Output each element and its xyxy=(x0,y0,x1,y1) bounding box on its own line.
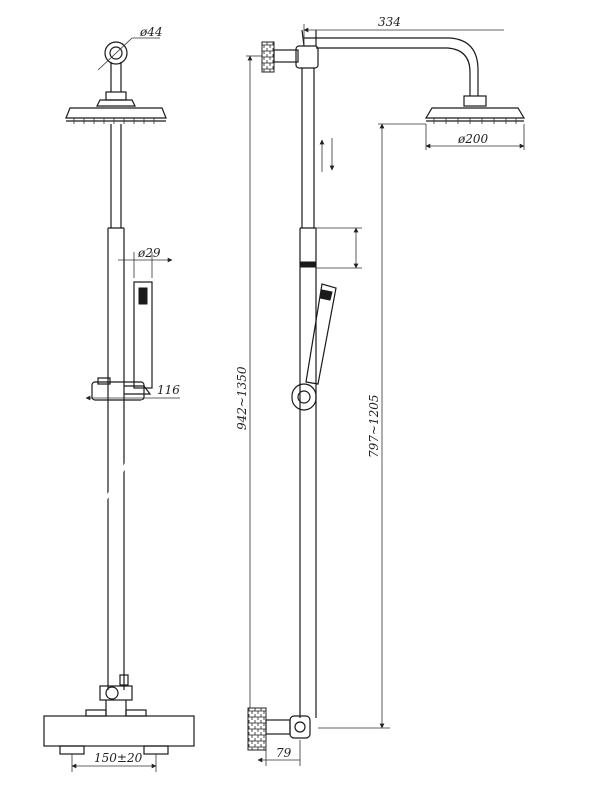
side-view: 334 ø200 xyxy=(235,15,526,766)
side-lower-riser xyxy=(299,227,317,718)
dim-total-height-label: 942~1350 xyxy=(235,366,249,430)
front-lower-riser xyxy=(107,227,125,690)
front-hose xyxy=(28,399,145,698)
dim-arm-height-label: 797~1205 xyxy=(367,395,381,459)
dim-total-height: 942~1350 xyxy=(235,55,253,741)
dim-handshower-projection-label: 116 xyxy=(157,383,180,397)
dim-mixer-spacing: 150±20 xyxy=(71,751,157,772)
front-view: ø44 ø29 1 xyxy=(28,25,195,772)
front-overhead-head xyxy=(65,107,167,124)
front-upper-riser xyxy=(110,124,122,228)
dim-inlet-dia-label: ø44 xyxy=(139,25,163,39)
dim-mixer-spacing-label: 150±20 xyxy=(94,751,143,765)
shower-arm xyxy=(301,29,479,96)
dim-head-dia: ø200 xyxy=(425,124,525,150)
dim-arm-length-label: 334 xyxy=(378,15,401,29)
top-connector xyxy=(273,49,299,63)
dim-slide-range xyxy=(316,227,362,269)
dim-handshower-dia-label: ø29 xyxy=(137,246,161,260)
front-hand-shower xyxy=(133,281,153,389)
top-wall-bracket xyxy=(261,41,275,73)
side-upper-riser xyxy=(301,68,315,228)
side-hand-shower xyxy=(305,283,337,385)
dim-arm-height: 797~1205 xyxy=(318,123,426,729)
dim-handshower-dia: ø29 xyxy=(118,246,173,278)
dim-handshower-projection: 116 xyxy=(85,383,180,401)
front-holder xyxy=(91,377,152,401)
dim-inlet-dia: ø44 xyxy=(97,25,163,71)
side-mixer-connection xyxy=(265,715,311,739)
dim-wall-depth-label: 79 xyxy=(276,746,292,760)
side-holder xyxy=(291,383,317,411)
dim-arm-length: 334 xyxy=(303,15,504,46)
dim-wall-depth: 79 xyxy=(257,740,301,766)
height-adjust-arrows xyxy=(319,138,335,172)
side-overhead-head xyxy=(424,95,526,124)
front-inlet-elbow xyxy=(96,41,136,107)
dim-head-dia-label: ø200 xyxy=(457,132,488,146)
bottom-wall-block xyxy=(247,707,267,751)
front-thermostatic-mixer xyxy=(43,709,195,755)
